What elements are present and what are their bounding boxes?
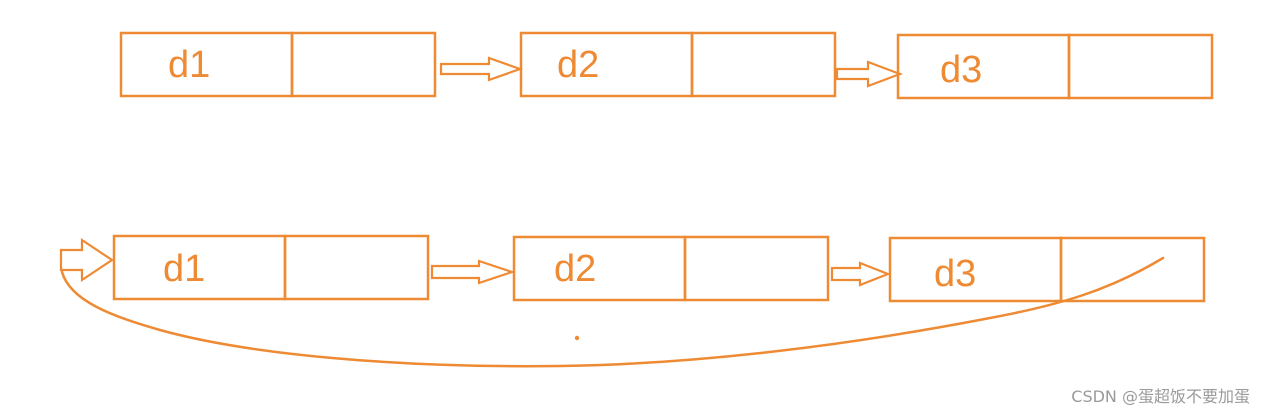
node-label: d3 [934,253,976,295]
node-d1: d1 [112,234,430,301]
next-field [690,31,837,98]
node-d3: d3 [888,236,1206,303]
list-row-2: d1 d2 d3 [59,234,1206,368]
data-field [512,235,687,302]
node-d2: d2 [512,235,830,302]
next-field [290,31,437,98]
stray-dot [574,335,580,341]
node-label: d1 [163,248,205,290]
next-field [683,235,830,302]
next-arrow [830,261,892,287]
node-label: d2 [557,44,599,86]
next-arrow [439,56,524,82]
data-field [519,31,694,98]
next-arrow [835,60,904,88]
next-field [283,234,430,301]
node-label: d1 [168,44,210,86]
wrap-around-link [60,256,1165,368]
data-field [896,33,1071,100]
next-arrow [430,259,516,285]
list-row-1: d1 d2 d3 [119,31,1214,100]
next-field [1067,33,1214,100]
node-d3: d3 [896,33,1214,100]
node-d1: d1 [119,31,437,98]
node-d2: d2 [519,31,837,98]
next-field [1059,236,1206,303]
node-label: d2 [554,248,596,290]
node-label: d3 [940,49,982,91]
head-arrow [59,237,114,283]
watermark: CSDN @蛋超饭不要加蛋 [1071,387,1250,406]
